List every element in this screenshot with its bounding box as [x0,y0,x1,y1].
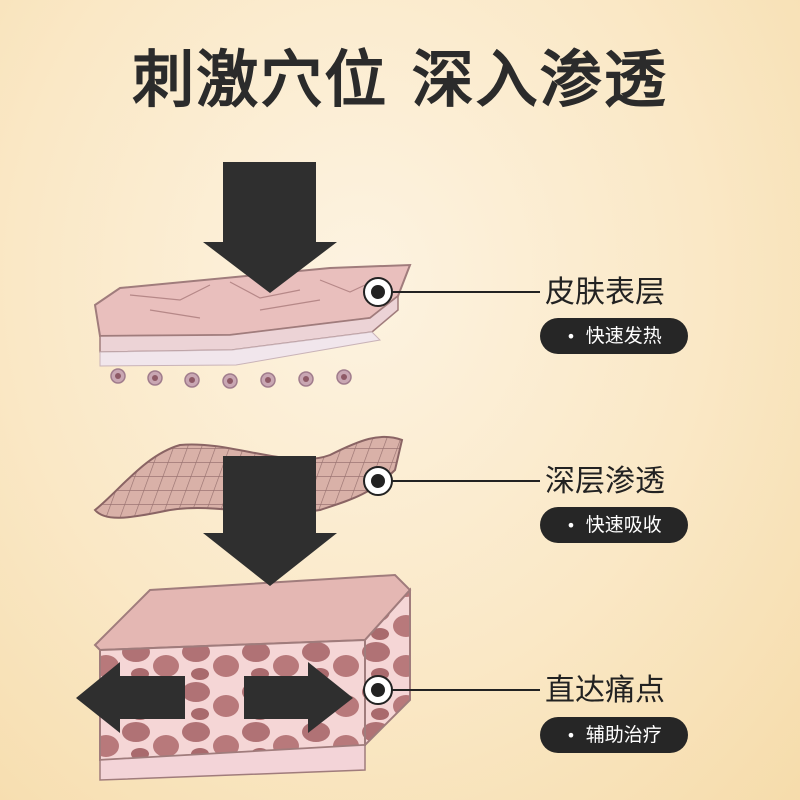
page-title: 刺激穴位 深入渗透 [132,43,668,116]
layer-tag-text: 快速发热 [585,325,662,347]
layer-tag-text: 辅助治疗 [585,724,662,746]
leader-line-2 [363,466,540,496]
penetration-arrows [76,162,353,733]
tissue-block-layer [93,573,412,781]
bullet-icon: • [566,516,576,535]
down-arrow-bottom-icon [203,456,337,586]
layer-label-deep: 深层渗透 [545,464,665,499]
leader-line-3 [363,675,540,705]
bullet-icon: • [566,327,576,346]
right-arrow-icon [244,662,353,733]
leader-line-1 [363,277,540,307]
down-arrow-top-icon [203,162,337,293]
layer-label-skin-surface: 皮肤表层 [545,275,665,310]
layer-tag-text: 快速吸收 [585,514,662,536]
layer-tag-skin-surface: • 快速发热 [540,318,688,354]
bullet-icon: • [566,726,576,745]
layer-label-pain-point: 直达痛点 [545,673,665,708]
layer-tag-deep: • 快速吸收 [540,507,688,543]
left-arrow-icon [76,662,185,733]
skin-surface-layer [93,263,412,389]
layer-tag-pain-point: • 辅助治疗 [540,717,688,753]
